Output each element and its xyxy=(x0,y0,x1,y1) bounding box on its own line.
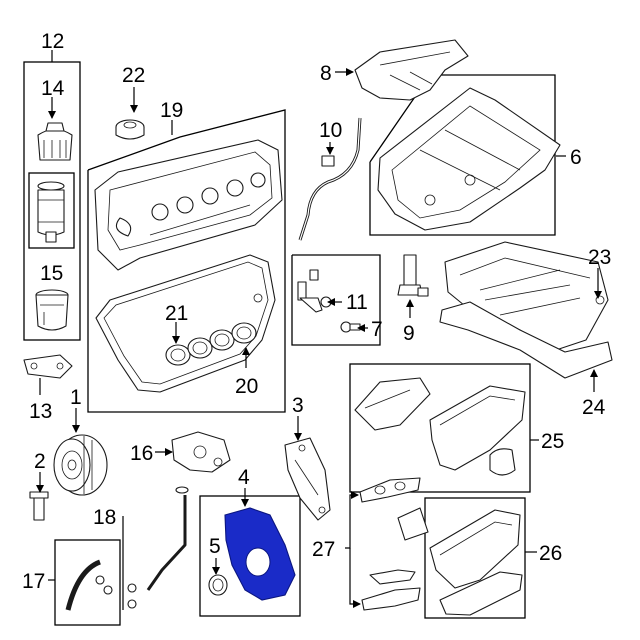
gasket-13 xyxy=(23,354,73,379)
callout-15: 15 xyxy=(40,262,63,285)
callout-3: 3 xyxy=(292,394,304,417)
callout-23: 23 xyxy=(588,246,611,269)
callout-4: 4 xyxy=(238,466,250,489)
oil-cooler-housing xyxy=(284,437,331,521)
oil-tube-18 xyxy=(127,486,189,609)
callout-18: 18 xyxy=(93,506,116,529)
hose-17-group-box xyxy=(54,539,121,626)
pulley-bolt xyxy=(29,491,49,521)
callout-21: 21 xyxy=(165,302,188,325)
callout-20: 20 xyxy=(235,375,258,398)
leader-27-bottom xyxy=(349,548,361,608)
callout-2: 2 xyxy=(34,450,46,473)
bolt-7 xyxy=(340,321,361,333)
intake-bracket xyxy=(354,39,469,101)
crankshaft-pulley xyxy=(53,434,108,496)
lower-oil-pan xyxy=(354,377,526,476)
callout-19: 19 xyxy=(160,99,183,122)
timing-cover-opening xyxy=(245,547,271,577)
valve-cover xyxy=(94,139,283,271)
callout-13: 13 xyxy=(29,400,52,423)
spark-plug-tube-seals xyxy=(165,322,257,366)
oil-filler-cap xyxy=(115,119,145,140)
dipstick-tube xyxy=(321,155,335,167)
callout-5: 5 xyxy=(209,535,221,558)
timing-cover-group-box xyxy=(199,495,301,617)
front-seal xyxy=(208,574,228,596)
intake-gasket xyxy=(439,301,613,379)
upper-oil-pan xyxy=(377,87,561,231)
leader-27-top xyxy=(345,491,359,549)
oil-pan-lower-group-box xyxy=(349,363,531,493)
oil-filter-cap xyxy=(37,122,73,161)
callout-16: 16 xyxy=(130,442,153,465)
oil-pump-16 xyxy=(171,431,231,473)
oil-pan-26-group-box xyxy=(424,497,526,619)
callout-1: 1 xyxy=(70,386,82,409)
callout-25: 25 xyxy=(541,430,564,453)
ignition-coil xyxy=(397,254,429,297)
callout-26: 26 xyxy=(539,542,562,565)
valve-cover-group-box xyxy=(87,109,286,413)
callout-14: 14 xyxy=(41,77,65,100)
exhaust-gaskets xyxy=(359,477,421,611)
oil-tube-fitting xyxy=(297,269,332,313)
oil-filter-element xyxy=(37,181,65,243)
callout-10: 10 xyxy=(319,119,342,142)
callout-7: 7 xyxy=(371,318,383,341)
callout-12: 12 xyxy=(41,30,64,53)
hose-17 xyxy=(65,559,113,611)
intake-manifold xyxy=(444,241,609,353)
callout-27: 27 xyxy=(312,538,335,561)
callout-6: 6 xyxy=(570,146,582,169)
oil-filter-housing xyxy=(35,289,69,331)
callout-9: 9 xyxy=(403,322,415,345)
oil-pan-26 xyxy=(397,507,523,616)
callout-11: 11 xyxy=(346,291,368,314)
callout-22: 22 xyxy=(122,64,145,87)
callout-17: 17 xyxy=(22,570,45,593)
callout-24: 24 xyxy=(582,396,606,419)
callout-8: 8 xyxy=(320,62,332,85)
filter-element-box xyxy=(28,172,75,249)
oil-tube-group-box xyxy=(291,254,381,346)
